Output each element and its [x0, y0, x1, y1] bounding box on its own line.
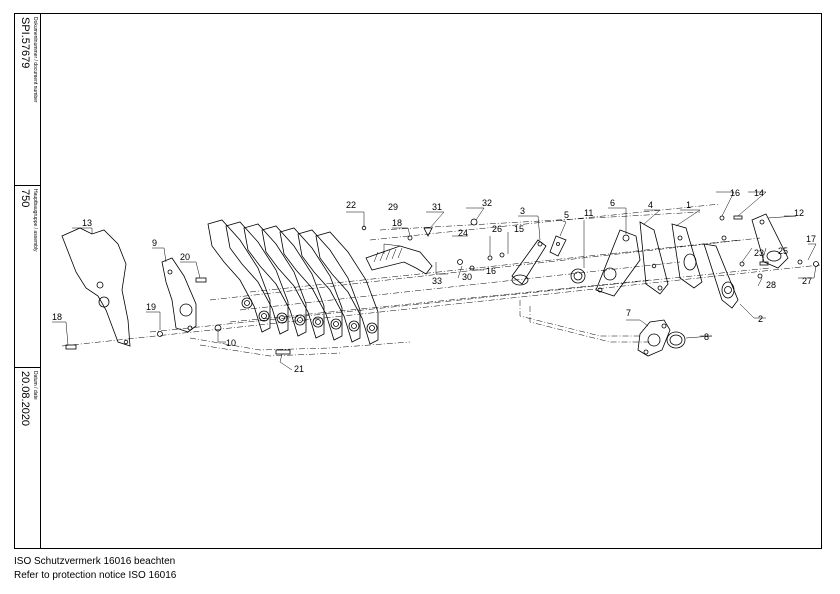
callout-17: 17: [806, 234, 816, 244]
part-6-plate: [595, 229, 641, 297]
part-24-washer: [739, 261, 745, 267]
part-29-nut: [757, 273, 763, 279]
protection-notice-de: ISO Schutzvermerk 16016 beachten: [14, 556, 176, 567]
part-8-ring: [666, 331, 686, 349]
callout-20: 19: [146, 302, 156, 312]
part-16-nut-right: [719, 215, 725, 221]
part-19-screw: [65, 344, 77, 350]
part-7-flange: [637, 319, 671, 357]
callout-30: 29: [388, 202, 398, 212]
callout-14: 14: [754, 188, 764, 198]
callout-10: 10: [226, 338, 236, 348]
callout-4: 4: [648, 200, 653, 210]
callout-9: 9: [152, 238, 157, 248]
part-22-bolt: [275, 349, 291, 355]
callout-28: 27: [802, 276, 812, 286]
callout-31: 30: [462, 272, 472, 282]
callout-29: 28: [766, 280, 776, 290]
callout-16-mid: 16: [486, 266, 496, 276]
title-block-separator: [14, 367, 40, 368]
part-33-knob: [470, 218, 478, 226]
leader-lines: [52, 191, 817, 371]
callout-2: 2: [758, 314, 763, 324]
protection-notice-en: Refer to protection notice ISO 16016: [14, 570, 177, 581]
callout-24: 23: [754, 248, 764, 258]
callout-1: 1: [686, 200, 691, 210]
part-32-spring: [423, 227, 433, 237]
callout-21: 20: [180, 252, 190, 262]
part-23-washer: [361, 225, 367, 231]
wing-plates: [207, 219, 379, 345]
callout-15: 15: [514, 224, 524, 234]
callout-22: 21: [294, 364, 304, 374]
callout-25: 24: [458, 228, 468, 238]
part-11-bearing: [570, 268, 586, 284]
callout-32: 31: [432, 202, 442, 212]
drawing-frame: [14, 13, 822, 549]
callout-33: 32: [482, 198, 492, 208]
part-20-pin: [157, 331, 163, 337]
callout-18: 18: [392, 218, 402, 228]
callout-16-right: 16: [730, 188, 740, 198]
callout-3: 3: [520, 206, 525, 216]
part-2-arm: [703, 243, 739, 309]
part-26-bolt: [759, 261, 769, 266]
part-28-nut: [813, 261, 819, 267]
callout-27: 26: [492, 224, 502, 234]
callout-12: 12: [794, 208, 804, 218]
callout-5: 5: [564, 210, 569, 220]
part-27-washer: [487, 255, 493, 261]
callout-7: 7: [626, 308, 631, 318]
part-9-bracket: [161, 257, 197, 333]
part-3-link: [511, 239, 547, 285]
part-1-plate: [671, 223, 703, 289]
callout-26: 25: [778, 246, 788, 256]
part-30-cutter: [365, 245, 433, 275]
part-13-plate: [61, 227, 131, 347]
callout-13: 13: [82, 218, 92, 228]
part-18-nut: [407, 235, 413, 241]
part-5-clip: [549, 235, 567, 257]
part-21-bolt: [195, 277, 207, 283]
part-17-nut: [797, 259, 803, 265]
part-31-nut: [457, 259, 463, 265]
callout-23: 22: [346, 200, 356, 210]
part-16-nut: [469, 265, 475, 271]
sidebar-divider: [40, 13, 41, 549]
part-4-plate: [639, 221, 669, 295]
callout-11: 11: [584, 208, 593, 218]
callout-6: 6: [610, 198, 615, 208]
callout-labels: 13 9 20 19 18 10 21 22 18 29 31 32 24 33…: [52, 188, 816, 374]
callout-8: 8: [704, 332, 709, 342]
part-12-bracket: [751, 213, 789, 269]
title-block-separator: [14, 185, 40, 186]
callout-19: 18: [52, 312, 62, 322]
callout-34: 33: [432, 276, 442, 286]
part-15-screw: [499, 252, 505, 258]
